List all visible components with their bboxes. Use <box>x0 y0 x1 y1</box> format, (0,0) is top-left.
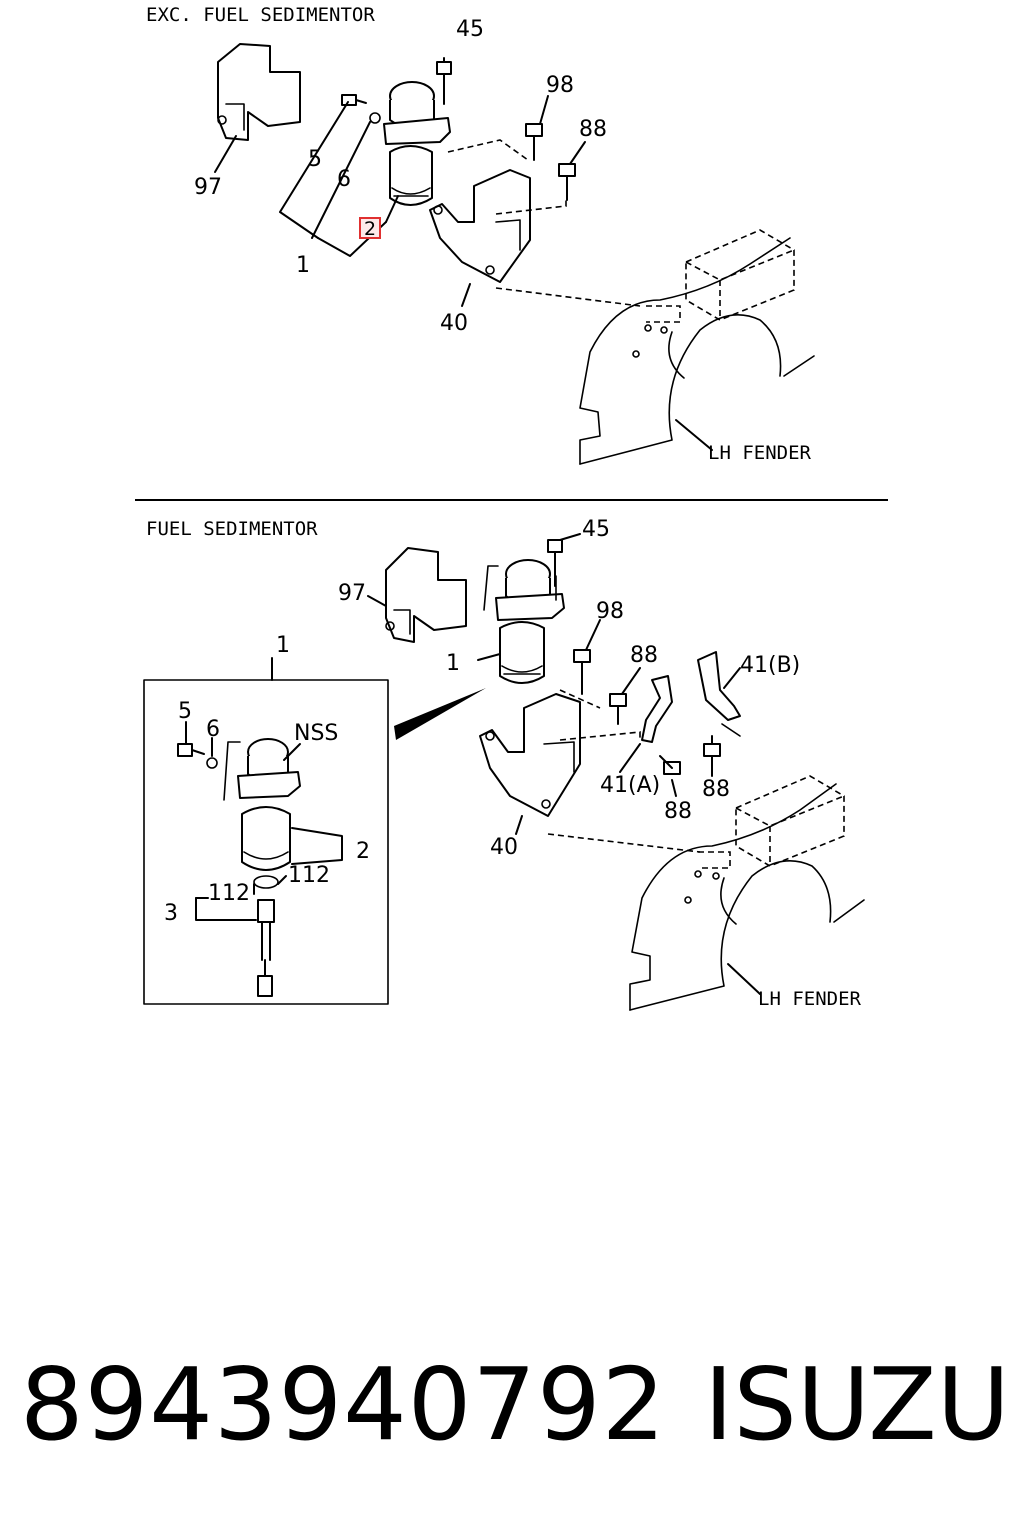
bottom-callout-45: 45 <box>582 517 610 542</box>
top-bolt-45-icon <box>436 61 452 105</box>
top-callout-88: 88 <box>579 117 607 142</box>
bottom-callout-1: 1 <box>446 651 460 676</box>
part-number: 8943940792 <box>20 1346 667 1463</box>
footer: 8943940792 ISUZU <box>20 1350 1010 1460</box>
top-callout-97: 97 <box>194 175 222 200</box>
bottom-title: FUEL SEDIMENTOR <box>146 518 318 540</box>
bottom-section: FUEL SEDIMENTOR <box>143 517 865 1011</box>
bottom-callout-88: 88 <box>630 643 658 668</box>
brand-name: ISUZU <box>703 1346 1010 1463</box>
detail-callout-2: 2 <box>356 839 370 864</box>
bottom-fender <box>629 775 865 1011</box>
top-callout-40: 40 <box>440 311 468 336</box>
bottom-bolt-88-icon <box>609 693 627 725</box>
bottom-callout-88-b: 88 <box>702 777 730 802</box>
detail-callout-112-right: 112 <box>288 863 330 888</box>
detail-washer-6-icon <box>206 757 218 769</box>
bottom-heat-shield <box>385 547 467 643</box>
detail-box <box>143 657 389 1005</box>
top-bracket-40 <box>429 169 531 283</box>
top-heat-shield <box>217 43 301 141</box>
bottom-bracket-40 <box>479 693 581 817</box>
detail-callout-5: 5 <box>178 699 192 724</box>
detail-callout-3: 3 <box>164 901 178 926</box>
detail-bolt-5-icon <box>177 743 193 757</box>
detail-callout-112-left: 112 <box>208 881 250 906</box>
top-section: EXC. FUEL SEDIMENTOR <box>146 4 815 465</box>
top-callout-5: 5 <box>308 147 322 172</box>
bottom-leader-lines <box>367 533 741 853</box>
bottom-bolt-88a-icon <box>659 755 681 775</box>
bottom-bolt-98-icon <box>573 649 591 695</box>
bottom-bracket-41a <box>641 675 673 743</box>
bottom-fender-label: LH FENDER <box>758 988 862 1010</box>
bottom-bolt-88b-icon <box>703 735 721 757</box>
top-bolt-88-icon <box>558 163 576 201</box>
top-callout-98: 98 <box>546 73 574 98</box>
bottom-bracket-41b <box>697 651 741 721</box>
top-callout-45: 45 <box>456 17 484 42</box>
bottom-callout-40: 40 <box>490 835 518 860</box>
top-bolt-5-icon <box>341 94 367 106</box>
top-callout-2-highlight[interactable] <box>359 217 381 239</box>
top-fender-label: LH FENDER <box>708 442 812 464</box>
top-callout-2[interactable]: 2 <box>364 218 376 240</box>
top-fuel-filter-assembly <box>383 81 451 206</box>
detail-pointer <box>394 688 486 740</box>
detail-callout-6: 6 <box>206 717 220 742</box>
detail-callout-nss: NSS <box>294 721 338 746</box>
top-title: EXC. FUEL SEDIMENTOR <box>146 4 375 26</box>
bottom-callout-98: 98 <box>596 599 624 624</box>
bottom-bolt-45-icon <box>547 539 563 587</box>
top-fender <box>579 229 815 465</box>
top-bolt-98-icon <box>525 123 543 161</box>
bottom-callout-97: 97 <box>338 581 366 606</box>
bottom-fuel-filter-assembly <box>483 559 565 684</box>
top-callout-1: 1 <box>296 253 310 278</box>
bottom-callout-41a: 41(A) <box>600 773 660 798</box>
bottom-callout-88-a: 88 <box>664 799 692 824</box>
top-callout-6: 6 <box>337 167 351 192</box>
bottom-callout-41b: 41(B) <box>740 653 800 678</box>
detail-title: 1 <box>276 633 290 658</box>
top-washer-6-icon <box>369 112 381 124</box>
